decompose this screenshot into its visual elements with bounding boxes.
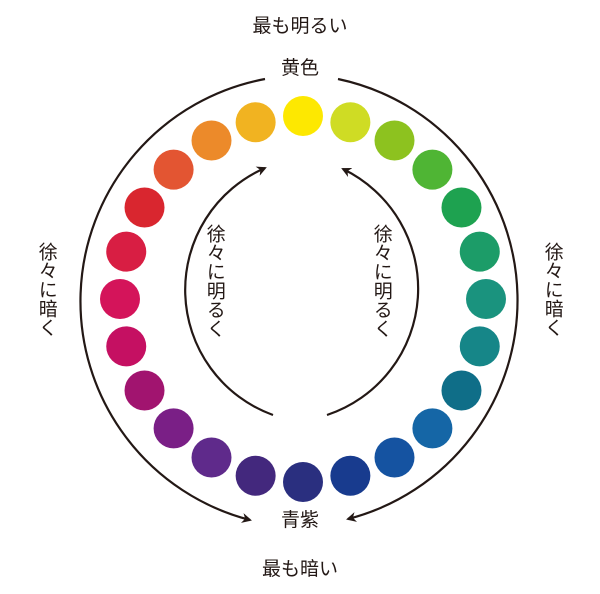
hue-dot xyxy=(459,326,500,367)
outer-left-gradually-darker-label: 徐々に暗く xyxy=(35,242,58,337)
inner-right-arrow xyxy=(326,167,420,417)
hue-dot xyxy=(283,96,323,136)
hue-dot xyxy=(441,187,482,228)
hue-dot xyxy=(106,326,147,367)
hue-dot xyxy=(374,120,415,161)
hue-dot xyxy=(235,455,276,496)
hue-dot xyxy=(412,408,453,449)
hue-dot xyxy=(191,437,232,478)
inner-left-arrow xyxy=(184,166,274,417)
hue-dot xyxy=(283,462,323,502)
darkest-label: 最も暗い xyxy=(261,558,338,580)
hue-dot xyxy=(124,370,165,411)
hue-dot xyxy=(106,231,147,272)
blue-violet-hue-label: 青紫 xyxy=(280,509,319,531)
brightest-label: 最も明るい xyxy=(252,15,348,37)
hue-dot xyxy=(153,408,194,449)
hue-dot xyxy=(330,455,371,496)
inner-left-gradually-brighter-label: 徐々に明るく xyxy=(203,224,226,338)
outer-right-gradually-darker-label: 徐々に暗く xyxy=(541,242,564,337)
outer-left-arrow xyxy=(79,77,266,523)
hue-dot xyxy=(441,370,482,411)
inner-right-gradually-brighter-label: 徐々に明るく xyxy=(370,224,393,338)
hue-dot xyxy=(124,187,165,228)
outer-right-arrow xyxy=(337,77,519,522)
hue-dot xyxy=(100,279,140,319)
hue-dot xyxy=(374,437,415,478)
hue-dot xyxy=(466,279,506,319)
hue-dot xyxy=(153,149,194,190)
yellow-hue-label: 黄色 xyxy=(280,57,319,79)
hue-dot xyxy=(330,102,371,143)
hue-dot xyxy=(191,120,232,161)
hue-dot xyxy=(235,102,276,143)
hue-dot xyxy=(412,149,453,190)
hue-dot xyxy=(459,231,500,272)
